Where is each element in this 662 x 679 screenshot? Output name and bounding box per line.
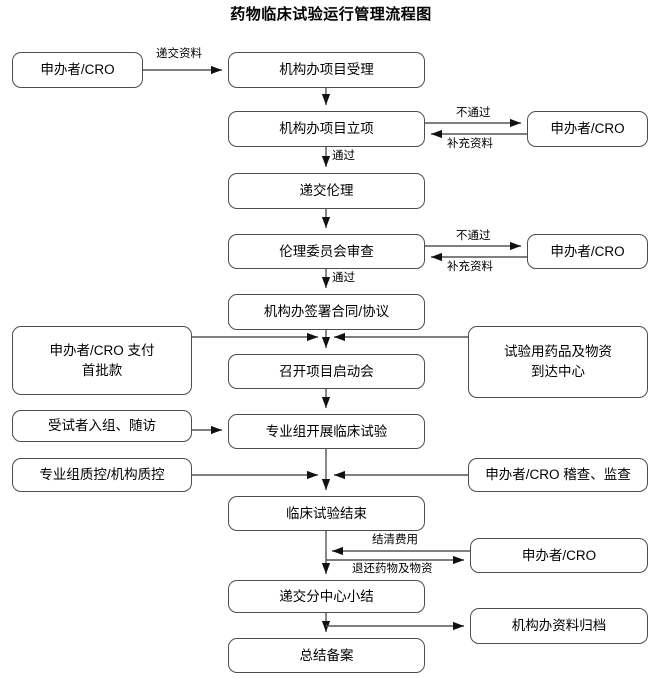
edge-label-submit-materials: 递交资料 (156, 48, 202, 61)
node-label-line-1: 申办者/CRO 支付 (49, 342, 155, 358)
node-label: 召开项目启动会 (279, 363, 374, 379)
node-label: 递交分中心小结 (279, 588, 374, 604)
node-label: 总结备案 (299, 647, 354, 663)
edge-label-reject-2: 不通过 (456, 230, 491, 243)
node-final-record[interactable]: 总结备案 (228, 638, 425, 673)
node-trial-end[interactable]: 临床试验结束 (228, 496, 425, 531)
node-label: 申办者/CRO (550, 243, 625, 259)
node-label: 机构办项目立项 (279, 121, 374, 137)
node-label-line-2: 首批款 (81, 362, 123, 378)
node-sponsor-submit[interactable]: 申办者/CRO (12, 52, 143, 88)
edge-label-return-drugs: 退还药物及物资 (352, 563, 433, 576)
edge-label-settle-fee: 结清费用 (372, 534, 418, 547)
node-label-line-1: 试验用药品及物资 (504, 344, 612, 360)
node-ethics-review[interactable]: 伦理委员会审查 (228, 234, 425, 269)
node-label: 申办者/CRO (40, 62, 115, 78)
edge-label-pass-1: 通过 (332, 150, 355, 163)
node-subject-enroll[interactable]: 受试者入组、随访 (12, 410, 192, 442)
node-sponsor-audit[interactable]: 申办者/CRO 稽查、监查 (468, 458, 648, 492)
node-sponsor-resubmit-1[interactable]: 申办者/CRO (527, 111, 648, 147)
node-sponsor-first-pay[interactable]: 申办者/CRO 支付 首批款 (12, 326, 192, 395)
node-label: 申办者/CRO 稽查、监查 (485, 467, 631, 483)
node-label: 机构办签署合同/协议 (263, 304, 390, 320)
node-label: 专业组开展临床试验 (265, 423, 388, 439)
page-title: 药物临床试验运行管理流程图 (230, 6, 432, 23)
node-label: 机构办资料归档 (511, 618, 607, 634)
node-label: 机构办项目受理 (279, 62, 374, 78)
node-label: 伦理委员会审查 (279, 243, 374, 259)
node-label: 申办者/CRO (521, 547, 597, 563)
edge-label-reject-1: 不通过 (456, 107, 491, 120)
node-label: 申办者/CRO (550, 121, 625, 137)
node-office-archive[interactable]: 机构办资料归档 (470, 608, 648, 644)
node-office-accept[interactable]: 机构办项目受理 (228, 52, 425, 88)
edge-label-supplement-2: 补充资料 (447, 261, 493, 274)
node-label: 受试者入组、随访 (48, 418, 156, 434)
node-label: 临床试验结束 (286, 505, 367, 521)
node-submit-ethics[interactable]: 递交伦理 (228, 173, 425, 209)
node-submit-summary[interactable]: 递交分中心小结 (228, 580, 425, 613)
node-quality-control[interactable]: 专业组质控/机构质控 (12, 458, 192, 492)
node-office-approve[interactable]: 机构办项目立项 (228, 111, 425, 147)
node-sign-contract[interactable]: 机构办签署合同/协议 (228, 294, 425, 330)
node-label-line-2: 到达中心 (531, 364, 585, 379)
node-label: 递交伦理 (299, 183, 354, 199)
node-sponsor-settle[interactable]: 申办者/CRO (470, 538, 648, 573)
node-conduct-trial[interactable]: 专业组开展临床试验 (228, 414, 425, 449)
edge-label-supplement-1: 补充资料 (447, 138, 493, 151)
node-kickoff-meeting[interactable]: 召开项目启动会 (228, 354, 425, 389)
node-drug-arrival[interactable]: 试验用药品及物资 到达中心 (468, 326, 648, 398)
node-sponsor-resubmit-2[interactable]: 申办者/CRO (527, 234, 648, 269)
edge-label-pass-2: 通过 (332, 272, 355, 285)
node-label: 专业组质控/机构质控 (39, 467, 165, 483)
